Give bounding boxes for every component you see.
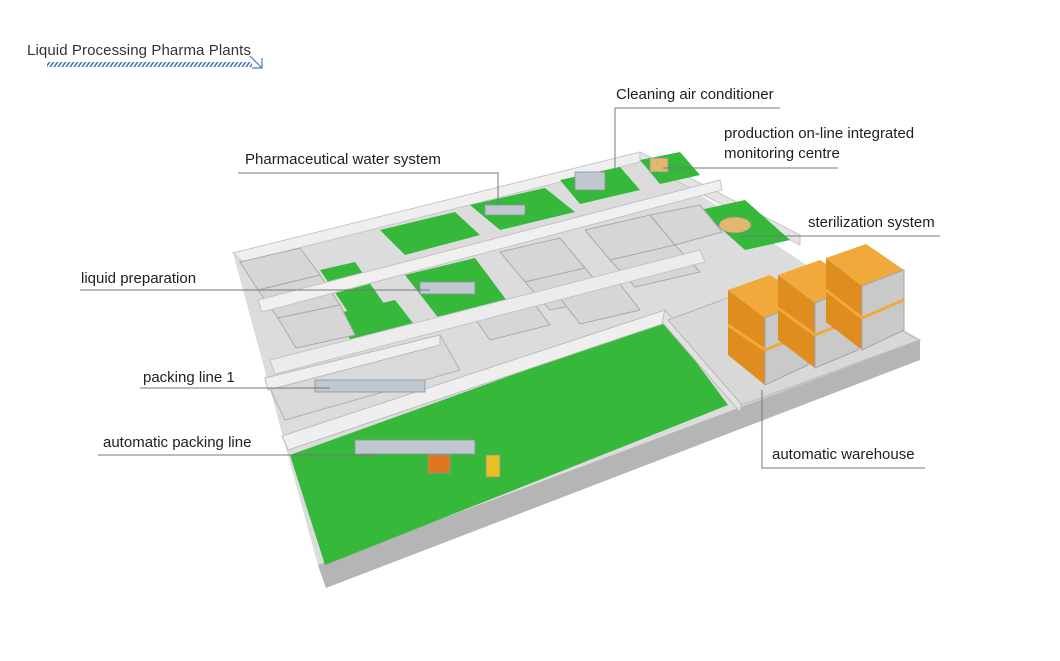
- label-cleaning-air-conditioner: Cleaning air conditioner: [616, 86, 774, 103]
- title-corner-bracket: [252, 58, 263, 69]
- packing-robot: [485, 454, 501, 478]
- room-back-green-1: [380, 212, 480, 255]
- monitoring-desk: [649, 157, 669, 173]
- label-automatic-warehouse: automatic warehouse: [772, 446, 915, 463]
- label-sterilization-system: sterilization system: [808, 214, 935, 231]
- corridor-wall-lower: [269, 249, 706, 375]
- leader-lines: [80, 107, 940, 469]
- packing-line-1-machines: [314, 379, 426, 393]
- label-packing-line-1: packing line 1: [143, 369, 235, 386]
- plant-base-front: [318, 340, 920, 588]
- title-underline-stripes: [47, 62, 252, 67]
- automatic-warehouse-racks: [727, 244, 905, 386]
- label-liquid-preparation: liquid preparation: [81, 270, 197, 287]
- hall-automatic-packing: [290, 320, 728, 565]
- sterilizer-unit: [718, 216, 752, 234]
- automatic-packing-machines: [354, 439, 476, 455]
- corridor-wall-middle: [257, 179, 723, 313]
- leader-water-system: [238, 172, 499, 205]
- leader-warehouse: [761, 390, 925, 469]
- air-conditioner-units: [574, 171, 606, 191]
- pallet-stack: [427, 454, 451, 474]
- rack-column-3: [825, 244, 905, 351]
- label-automatic-packing-line: automatic packing line: [103, 434, 252, 451]
- title-corner-mark: [249, 55, 263, 69]
- diagram-title: Liquid Processing Pharma Plants: [27, 42, 252, 59]
- label-production-monitoring-line2: monitoring centre: [724, 145, 840, 162]
- equipment: [314, 157, 752, 478]
- liquid-preparation-tanks: [419, 281, 476, 295]
- water-system-equipment: [484, 204, 526, 216]
- label-production-monitoring-line1: production on-line integrated: [724, 125, 915, 142]
- label-pharmaceutical-water-system: Pharmaceutical water system: [245, 151, 441, 168]
- room-packing-line-1-wall: [264, 334, 441, 391]
